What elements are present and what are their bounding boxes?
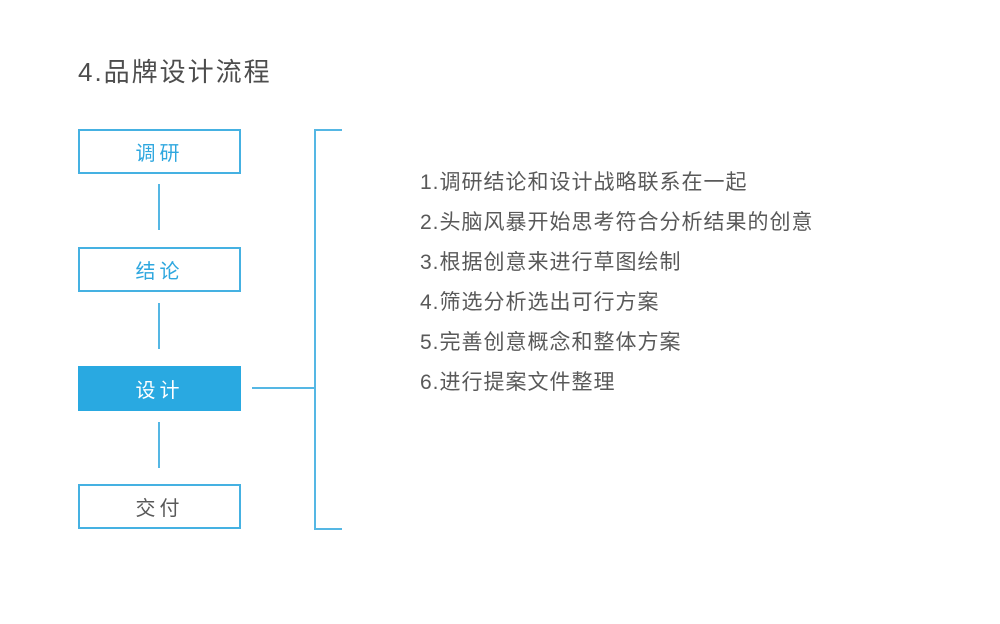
flow-node-research: 调研 <box>78 129 241 174</box>
connector-line-3 <box>158 422 160 468</box>
connector-line-1 <box>158 184 160 230</box>
bracket-line <box>314 129 342 530</box>
flow-node-delivery: 交付 <box>78 484 241 529</box>
branch-connector-line <box>252 387 314 389</box>
design-steps-list: 1.调研结论和设计战略联系在一起 2.头脑风暴开始思考符合分析结果的创意 3.根… <box>420 163 814 403</box>
design-step-item: 6.进行提案文件整理 <box>420 371 616 394</box>
design-step-item: 2.头脑风暴开始思考符合分析结果的创意 <box>420 211 814 234</box>
flow-node-design: 设计 <box>78 366 241 411</box>
design-step-item: 3.根据创意来进行草图绘制 <box>420 251 682 274</box>
design-step-item: 1.调研结论和设计战略联系在一起 <box>420 171 748 194</box>
flow-node-conclusion: 结论 <box>78 247 241 292</box>
connector-line-2 <box>158 303 160 349</box>
page-title: 4.品牌设计流程 <box>78 57 272 87</box>
design-step-item: 4.筛选分析选出可行方案 <box>420 291 660 314</box>
design-step-item: 5.完善创意概念和整体方案 <box>420 331 682 354</box>
